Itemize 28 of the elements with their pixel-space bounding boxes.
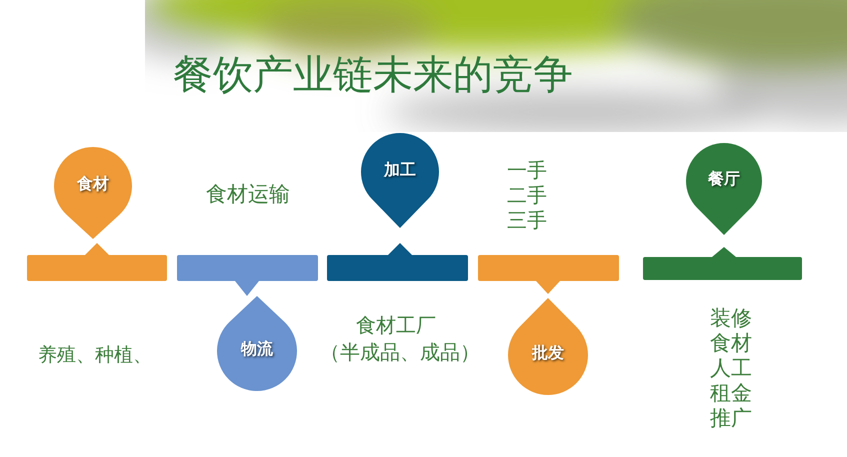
description-text: 食材运输	[206, 184, 290, 205]
teardrop-marker	[54, 147, 132, 239]
description-text: 装修	[710, 308, 752, 329]
marker-label: 餐厅	[708, 171, 740, 187]
timeline-bar	[478, 255, 619, 294]
timeline-bar	[177, 255, 318, 296]
marker-label: 加工	[384, 162, 416, 178]
teardrop-marker	[686, 143, 762, 235]
description-text: （半成品、成品）	[320, 342, 480, 362]
description-text: 食材工厂	[356, 315, 436, 335]
teardrop-marker	[361, 133, 439, 228]
description-text: 三手	[507, 210, 547, 230]
description-text: 人工	[710, 358, 752, 379]
timeline-bar	[27, 243, 167, 281]
timeline-bar	[643, 247, 802, 280]
description-text: 推广	[710, 408, 752, 429]
timeline-bar	[327, 243, 468, 281]
title: 餐饮产业链未来的竞争	[173, 55, 573, 95]
description-text: 租金	[710, 383, 752, 404]
description-text: 食材	[710, 333, 752, 354]
description-text: 一手	[507, 160, 547, 180]
teardrop-marker	[508, 298, 588, 395]
description-text: 养殖、种植、	[38, 346, 152, 365]
teardrop-marker	[217, 296, 297, 391]
marker-label: 食材	[77, 176, 109, 192]
description-text: 二手	[507, 185, 547, 205]
marker-label: 物流	[241, 341, 273, 357]
marker-label: 批发	[532, 345, 564, 361]
